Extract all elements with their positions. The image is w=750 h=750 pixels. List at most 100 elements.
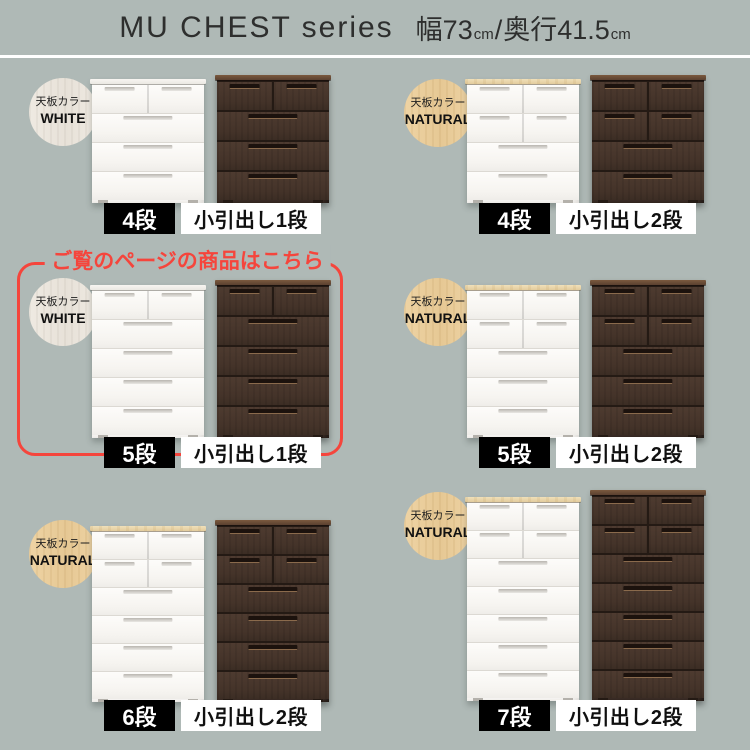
chest-leg bbox=[688, 435, 698, 438]
drawer bbox=[467, 143, 579, 171]
depth-spec: 奥行41.5 bbox=[503, 15, 610, 45]
badge-color-value: NATURAL bbox=[404, 310, 472, 327]
drawer bbox=[92, 114, 204, 142]
variant-label-bar: 5段 小引出し1段 bbox=[104, 437, 321, 468]
chest-base bbox=[592, 200, 704, 203]
drawer bbox=[467, 643, 579, 670]
drawer-handle bbox=[123, 590, 173, 594]
drawer-handle bbox=[123, 646, 173, 650]
drawer bbox=[592, 555, 704, 582]
small-drawer-label: 小引出し2段 bbox=[556, 203, 696, 234]
drawer-tier bbox=[467, 377, 579, 406]
chest-leg bbox=[598, 435, 608, 438]
small-drawer-label: 小引出し2段 bbox=[556, 700, 696, 731]
drawer bbox=[217, 377, 329, 405]
drawer-handle bbox=[536, 533, 567, 537]
small-drawer bbox=[592, 497, 647, 524]
chest-leg bbox=[473, 435, 483, 438]
drawer-handle bbox=[498, 145, 548, 149]
drawer-tier bbox=[592, 669, 704, 698]
drawer-tier bbox=[592, 495, 704, 524]
drawer-handle bbox=[286, 558, 317, 563]
chest-top-board bbox=[90, 285, 206, 290]
badge-title: 天板カラー bbox=[35, 296, 91, 309]
drawer-tier bbox=[592, 110, 704, 140]
drawer-handle bbox=[123, 145, 173, 149]
dark-chest bbox=[590, 490, 706, 701]
drawer-handle bbox=[248, 379, 298, 384]
drawer bbox=[467, 407, 579, 435]
dark-chest bbox=[215, 75, 331, 203]
small-drawer bbox=[147, 291, 204, 319]
drawer-tier bbox=[217, 140, 329, 170]
small-drawer bbox=[92, 560, 147, 587]
drawer-handle bbox=[623, 557, 673, 562]
drawer bbox=[92, 378, 204, 406]
drawer bbox=[592, 347, 704, 375]
drawer bbox=[92, 407, 204, 435]
drawer-tier bbox=[92, 671, 204, 699]
drawer-tier bbox=[217, 583, 329, 612]
drawer-handle bbox=[479, 293, 510, 297]
drawer-tier bbox=[592, 170, 704, 200]
drawer-tier bbox=[92, 348, 204, 377]
drawer-handle bbox=[623, 673, 673, 678]
drawer-handle bbox=[536, 87, 567, 91]
chest-leg bbox=[98, 435, 108, 438]
drawer bbox=[217, 172, 329, 200]
white-chest bbox=[465, 497, 581, 701]
width-spec: 幅73 bbox=[415, 15, 473, 45]
drawer-handle bbox=[536, 322, 567, 326]
drawer-tier bbox=[217, 554, 329, 583]
small-drawer bbox=[147, 560, 204, 587]
badge-color-value: NATURAL bbox=[29, 552, 97, 569]
chest-pair bbox=[465, 75, 706, 203]
drawer bbox=[467, 615, 579, 642]
small-drawer bbox=[592, 317, 647, 345]
chest-base bbox=[217, 435, 329, 438]
small-drawer bbox=[272, 287, 329, 315]
drawer-handle bbox=[123, 351, 173, 355]
drawer bbox=[592, 584, 704, 611]
badge-color-value: NATURAL bbox=[404, 111, 472, 128]
drawer-tier bbox=[92, 615, 204, 643]
drawer-tier bbox=[467, 84, 579, 113]
drawer bbox=[217, 347, 329, 375]
spec-separator: / bbox=[494, 15, 503, 45]
small-drawer bbox=[92, 291, 147, 319]
tier-count-label: 6段 bbox=[104, 700, 175, 731]
small-drawer bbox=[217, 287, 272, 315]
drawer-handle bbox=[498, 351, 548, 355]
chest-leg bbox=[98, 699, 108, 702]
drawer-handle bbox=[661, 289, 692, 294]
drawer-handle bbox=[161, 87, 192, 91]
variant-label-bar: 5段 小引出し2段 bbox=[479, 437, 696, 468]
drawer-handle bbox=[479, 116, 510, 120]
drawer-tier bbox=[592, 640, 704, 669]
drawer-handle bbox=[161, 562, 192, 566]
drawer-handle bbox=[248, 616, 298, 621]
small-drawer bbox=[522, 85, 579, 113]
drawer-tier bbox=[467, 642, 579, 670]
drawer-tier bbox=[592, 405, 704, 435]
small-drawer bbox=[467, 114, 522, 142]
small-drawer bbox=[592, 287, 647, 315]
drawer-handle bbox=[161, 534, 192, 538]
drawer-tier bbox=[92, 84, 204, 113]
drawer-handle bbox=[248, 349, 298, 354]
chest-leg bbox=[188, 435, 198, 438]
chest-top-board bbox=[465, 285, 581, 290]
chest-leg bbox=[473, 200, 483, 203]
white-chest bbox=[90, 79, 206, 203]
drawer-handle bbox=[498, 174, 548, 178]
drawer bbox=[592, 613, 704, 640]
drawer-tier bbox=[217, 110, 329, 140]
tier-count-label: 5段 bbox=[104, 437, 175, 468]
drawer-handle bbox=[248, 114, 298, 119]
small-drawer bbox=[522, 531, 579, 558]
drawer bbox=[217, 317, 329, 345]
drawer bbox=[592, 172, 704, 200]
drawer bbox=[92, 616, 204, 643]
drawer-handle bbox=[479, 533, 510, 537]
